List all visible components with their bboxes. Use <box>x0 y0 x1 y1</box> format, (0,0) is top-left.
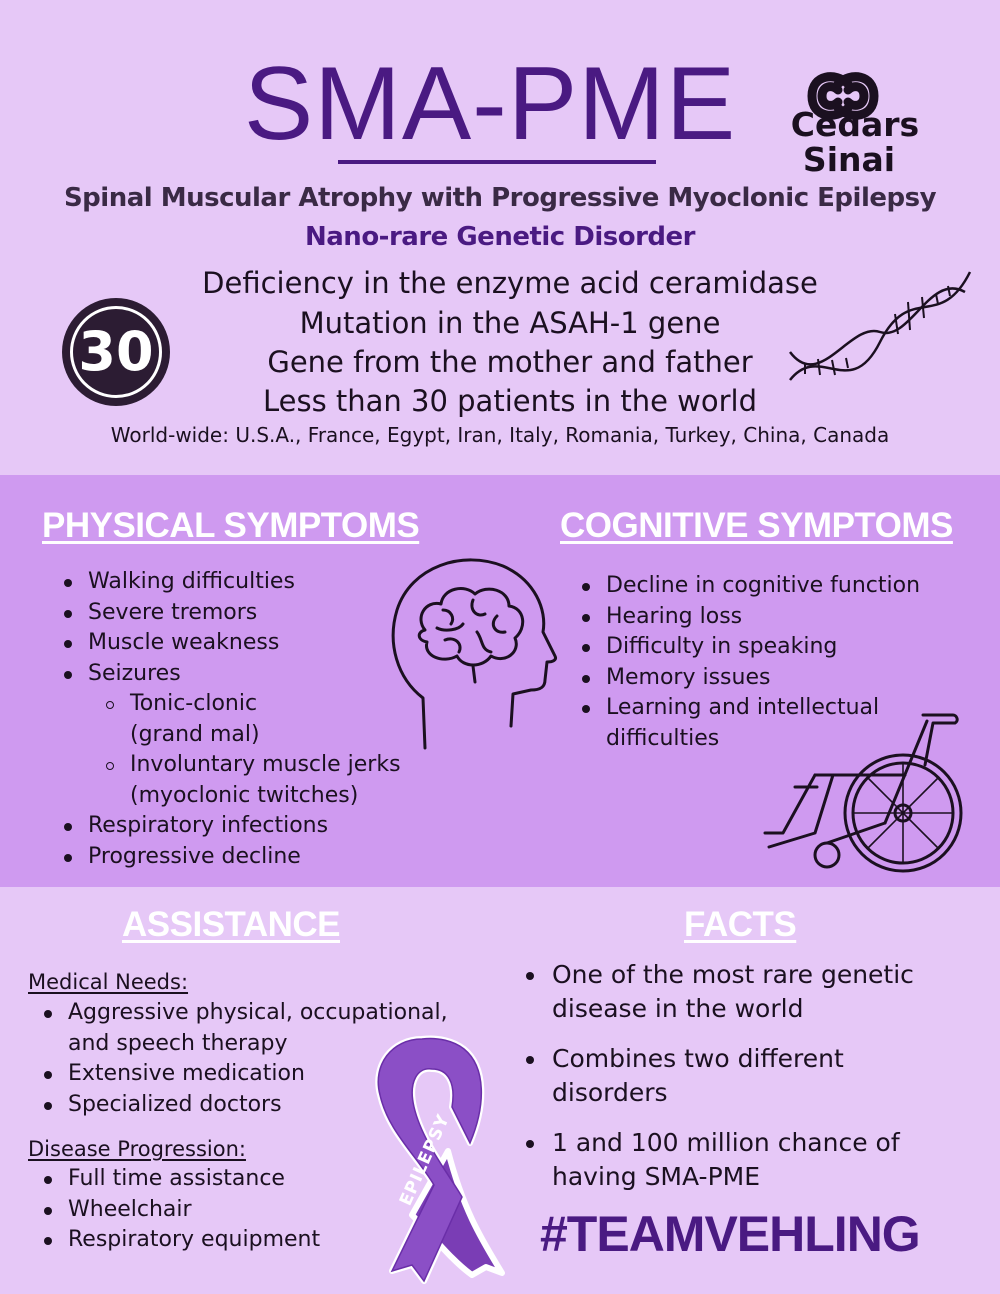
overview-line: Mutation in the ASAH-1 gene <box>299 306 721 340</box>
list-item: Learning and intellectual <box>580 693 980 724</box>
list-item: Specialized doctors <box>42 1090 502 1121</box>
dna-helix-icon <box>789 271 972 381</box>
assistance-heading: ASSISTANCE <box>122 905 341 944</box>
disease-progression-list: Full time assistance Wheelchair Respirat… <box>42 1164 362 1256</box>
medical-needs-list: Aggressive physical, occupational, and s… <box>42 998 502 1120</box>
list-item: Extensive medication <box>42 1059 502 1090</box>
sub-list-item-continuation: (grand mal) <box>130 721 260 747</box>
brain-head-icon <box>391 558 557 750</box>
hashtag: #TEAMVEHLING <box>540 1206 921 1262</box>
list-item: Hearing loss <box>580 602 980 633</box>
list-item: Seizures <box>62 659 462 690</box>
list-item: Progressive decline <box>62 842 462 873</box>
medical-needs-label: Medical Needs: <box>28 970 189 994</box>
list-item: Memory issues <box>580 663 980 694</box>
badge-number: 30 <box>78 320 154 383</box>
list-item: 1 and 100 million chance of <box>524 1126 964 1160</box>
disease-progression-label: Disease Progression: <box>28 1137 246 1161</box>
list-item: Aggressive physical, occupational, <box>42 998 502 1029</box>
list-item: Walking difficulties <box>62 567 462 598</box>
list-item-continuation: disease in the world <box>552 994 804 1023</box>
list-item: Full time assistance <box>42 1164 362 1195</box>
list-item: Difficulty in speaking <box>580 632 980 663</box>
sub-list-item: Tonic-clonic <box>62 689 462 720</box>
logo-text-sinai: Sinai <box>802 140 896 179</box>
overview-line: Deficiency in the enzyme acid ceramidase <box>202 266 818 300</box>
list-item: Wheelchair <box>42 1195 362 1226</box>
facts-heading: FACTS <box>684 905 797 944</box>
cognitive-symptoms-heading: COGNITIVE SYMPTOMS <box>560 506 953 545</box>
list-item: One of the most rare genetic <box>524 958 964 992</box>
overview-line: Gene from the mother and father <box>267 345 753 379</box>
list-item: Severe tremors <box>62 598 462 629</box>
subtitle: Spinal Muscular Atrophy with Progressive… <box>63 183 937 213</box>
symptoms-band <box>0 475 1000 887</box>
title-underline <box>338 160 656 164</box>
badge-ring <box>70 306 162 398</box>
tagline: Nano-rare Genetic Disorder <box>305 222 696 252</box>
list-item: Respiratory infections <box>62 811 462 842</box>
logo-text-cedars: Cedars <box>790 105 920 144</box>
physical-symptoms-list: Walking difficulties Severe tremors Musc… <box>62 567 462 872</box>
sub-list-item: Involuntary muscle jerks <box>62 750 462 781</box>
list-item: Respiratory equipment <box>42 1225 362 1256</box>
overview-line: Less than 30 patients in the world <box>262 384 757 418</box>
wheelchair-icon <box>763 713 963 873</box>
physical-symptoms-heading: PHYSICAL SYMPTOMS <box>42 506 420 545</box>
facts-list: One of the most rare genetic disease in … <box>524 958 964 1194</box>
worldwide-countries: World-wide: U.S.A., France, Egypt, Iran,… <box>110 423 890 447</box>
epilepsy-ribbon-icon <box>375 1035 505 1284</box>
cognitive-symptoms-list: Decline in cognitive function Hearing lo… <box>580 571 980 754</box>
list-item: Combines two different <box>524 1042 964 1076</box>
list-item-continuation: having SMA-PME <box>552 1162 761 1191</box>
list-item-continuation: difficulties <box>606 725 720 751</box>
list-item-continuation: and speech therapy <box>68 1030 288 1056</box>
list-item: Decline in cognitive function <box>580 571 980 602</box>
sub-list-item-continuation: (myoclonic twitches) <box>130 782 359 808</box>
cedars-sinai-logo-icon <box>807 72 879 120</box>
list-item: Muscle weakness <box>62 628 462 659</box>
list-item-continuation: disorders <box>552 1078 668 1107</box>
page-title: SMA-PME <box>243 46 737 162</box>
